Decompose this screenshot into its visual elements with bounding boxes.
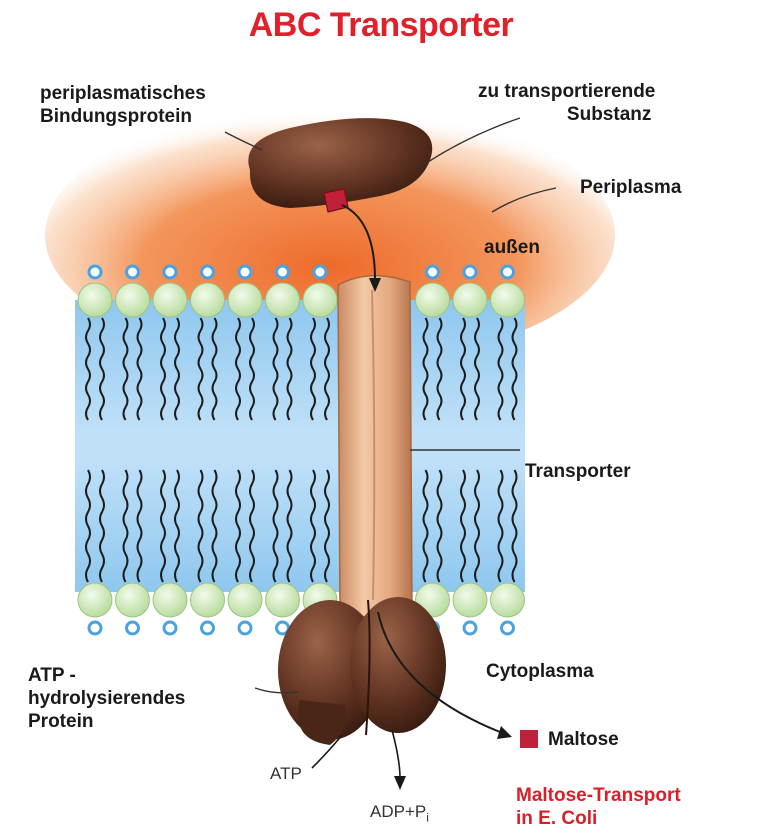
lipid-head	[266, 583, 300, 617]
atp-hydrolysing-protein	[278, 597, 446, 745]
phosphate-dot	[277, 266, 289, 278]
lipid-head	[266, 283, 300, 317]
adp-label-subscript: i	[426, 810, 429, 824]
phosphate-dot	[314, 266, 326, 278]
substance-label: zu transportierende Substanz	[478, 80, 655, 126]
lipid-head	[453, 283, 487, 317]
lipid-head	[303, 283, 337, 317]
adp-label: ADP+Pi	[370, 800, 429, 829]
lipid-head	[191, 583, 225, 617]
phosphate-dot	[89, 266, 101, 278]
phosphate-dot	[502, 266, 514, 278]
atp-protein-label-line2: hydrolysierendes	[28, 687, 185, 710]
phosphate-dot	[202, 622, 214, 634]
caption-line2: in E. Coli	[516, 807, 681, 830]
phosphate-dot	[502, 622, 514, 634]
phosphate-dot	[239, 266, 251, 278]
phosphate-dot	[127, 266, 139, 278]
atp-protein-label-line1: ATP -	[28, 664, 185, 687]
substance-label-line2: Substanz	[478, 103, 655, 126]
transporter-channel	[338, 276, 412, 618]
lipid-head	[116, 283, 150, 317]
lipid-head	[153, 283, 187, 317]
atp-protein-label: ATP - hydrolysierendes Protein	[28, 664, 185, 733]
lipid-head	[116, 583, 150, 617]
transporter-label: Transporter	[525, 460, 631, 483]
phosphate-dot	[239, 622, 251, 634]
periplasm-label: Periplasma	[580, 176, 681, 199]
caption-line1: Maltose-Transport	[516, 784, 681, 807]
phosphate-dot	[164, 622, 176, 634]
phosphate-dot	[89, 622, 101, 634]
adp-label-text: ADP+P	[370, 802, 426, 821]
substance-label-line1: zu transportierende	[478, 80, 655, 103]
lipid-head	[228, 583, 262, 617]
lipid-head	[491, 583, 525, 617]
outside-label: außen	[484, 236, 540, 259]
lipid-head	[453, 583, 487, 617]
phosphate-dot	[164, 266, 176, 278]
lipid-head	[491, 283, 525, 317]
atp-protein-label-line3: Protein	[28, 710, 185, 733]
phosphate-dot	[127, 622, 139, 634]
adp-arrow	[392, 730, 406, 790]
phosphate-dot	[464, 622, 476, 634]
binding-protein-label-line1: periplasmatisches	[40, 82, 206, 105]
diagram-title: ABC Transporter	[0, 6, 762, 44]
atp-label: ATP	[270, 762, 302, 785]
lipid-head	[416, 283, 450, 317]
lipid-head	[78, 283, 112, 317]
lipid-head	[191, 283, 225, 317]
phosphate-dot	[464, 266, 476, 278]
phosphate-dot	[202, 266, 214, 278]
maltose-label: Maltose	[548, 728, 619, 751]
phosphate-dot	[427, 266, 439, 278]
binding-protein-label-line2: Bindungsprotein	[40, 105, 206, 128]
lipid-head	[153, 583, 187, 617]
caption: Maltose-Transport in E. Coli	[516, 784, 681, 830]
binding-protein-label: periplasmatisches Bindungsprotein	[40, 82, 206, 128]
cytoplasm-label: Cytoplasma	[486, 660, 594, 683]
lipid-head	[228, 283, 262, 317]
maltose-legend-swatch	[520, 730, 538, 748]
lipid-head	[78, 583, 112, 617]
